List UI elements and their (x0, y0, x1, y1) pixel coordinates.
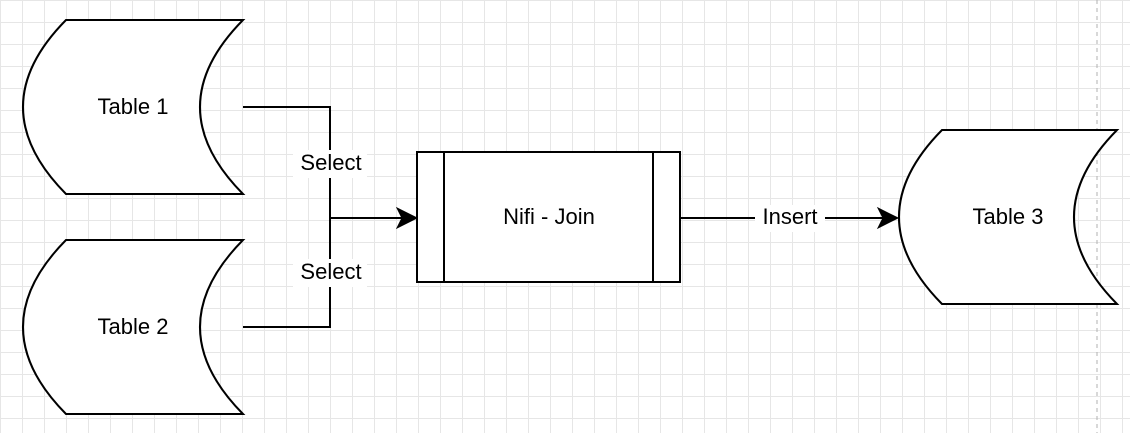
join-label: Nifi - Join (503, 204, 595, 229)
edge-insert-label: Insert (762, 204, 817, 229)
table-3-label: Table 3 (973, 204, 1044, 229)
arrowhead-into-join (395, 206, 419, 230)
edge-select-2-label-bg (293, 259, 367, 287)
edge-select-1-label-bg (293, 150, 367, 178)
table-1-shape (22, 19, 246, 195)
edge-select-1-line (243, 106, 331, 218)
node-nifi-join[interactable]: Nifi - Join (416, 151, 681, 283)
edge-select-2-label: Select (300, 259, 361, 284)
edge-select-2-line (243, 218, 331, 328)
join-process-box (416, 151, 681, 283)
edge-select-1-label: Select (300, 150, 361, 175)
table-3-shape (898, 129, 1120, 305)
edge-into-join[interactable] (330, 206, 419, 230)
table-2-label: Table 2 (98, 314, 169, 339)
edge-insert[interactable]: Insert (680, 204, 900, 232)
table-1-label: Table 1 (98, 94, 169, 119)
node-table-3[interactable]: Table 3 (898, 129, 1120, 305)
node-table-1[interactable]: Table 1 (22, 19, 246, 195)
arrowhead-into-table-3 (876, 206, 900, 230)
edge-select-table-1[interactable]: Select (243, 106, 367, 218)
edge-select-table-2[interactable]: Select (243, 218, 367, 328)
edge-insert-label-bg (755, 205, 825, 232)
table-2-shape (22, 239, 246, 415)
node-table-2[interactable]: Table 2 (22, 239, 246, 415)
